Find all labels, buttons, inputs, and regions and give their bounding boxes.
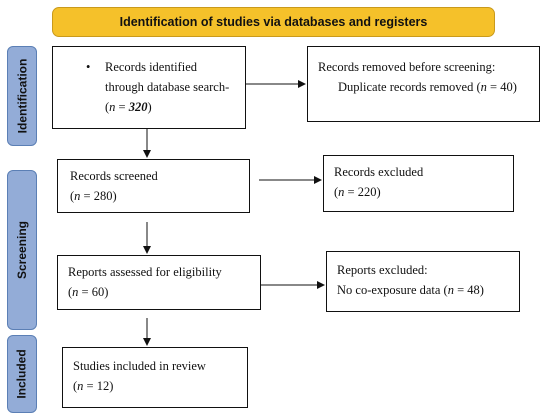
records-removed-line1: Records removed before screening: xyxy=(318,60,496,74)
reports-assessed-box: Reports assessed for eligibility (n = 60… xyxy=(57,255,261,310)
studies-included-count: (n = 12) xyxy=(73,379,114,393)
studies-included-box: Studies included in review (n = 12) xyxy=(62,347,248,408)
records-excluded-count: (n = 220) xyxy=(334,185,381,199)
records-screened-box: Records screened (n = 280) xyxy=(57,159,250,213)
records-identified-box: • Records identified through database se… xyxy=(52,46,246,129)
phase-identification: Identification xyxy=(7,46,37,146)
header-title: Identification of studies via databases … xyxy=(119,15,428,29)
reports-excluded-box: Reports excluded: No co-exposure data (n… xyxy=(326,251,520,312)
phase-included: Included xyxy=(7,335,37,413)
reports-excluded-line1: Reports excluded: xyxy=(337,263,428,277)
records-removed-box: Records removed before screening: Duplic… xyxy=(307,46,540,122)
records-identified-line1: Records identified xyxy=(105,60,197,74)
records-removed-line2: Duplicate records removed (n = 40) xyxy=(338,80,517,94)
records-screened-count: (n = 280) xyxy=(70,189,117,203)
records-identified-line2: through database search- xyxy=(105,80,230,94)
records-screened-line1: Records screened xyxy=(70,169,158,183)
reports-assessed-line1: Reports assessed for eligibility xyxy=(68,265,222,279)
phase-screening: Screening xyxy=(7,170,37,330)
studies-included-line1: Studies included in review xyxy=(73,359,206,373)
header-banner: Identification of studies via databases … xyxy=(52,7,495,37)
bullet: • xyxy=(86,60,91,74)
records-excluded-line1: Records excluded xyxy=(334,165,424,179)
reports-excluded-line2: No co-exposure data (n = 48) xyxy=(337,283,484,297)
reports-assessed-count: (n = 60) xyxy=(68,285,109,299)
records-excluded-box: Records excluded (n = 220) xyxy=(323,155,514,212)
records-identified-count: (n = 320) xyxy=(105,100,152,114)
